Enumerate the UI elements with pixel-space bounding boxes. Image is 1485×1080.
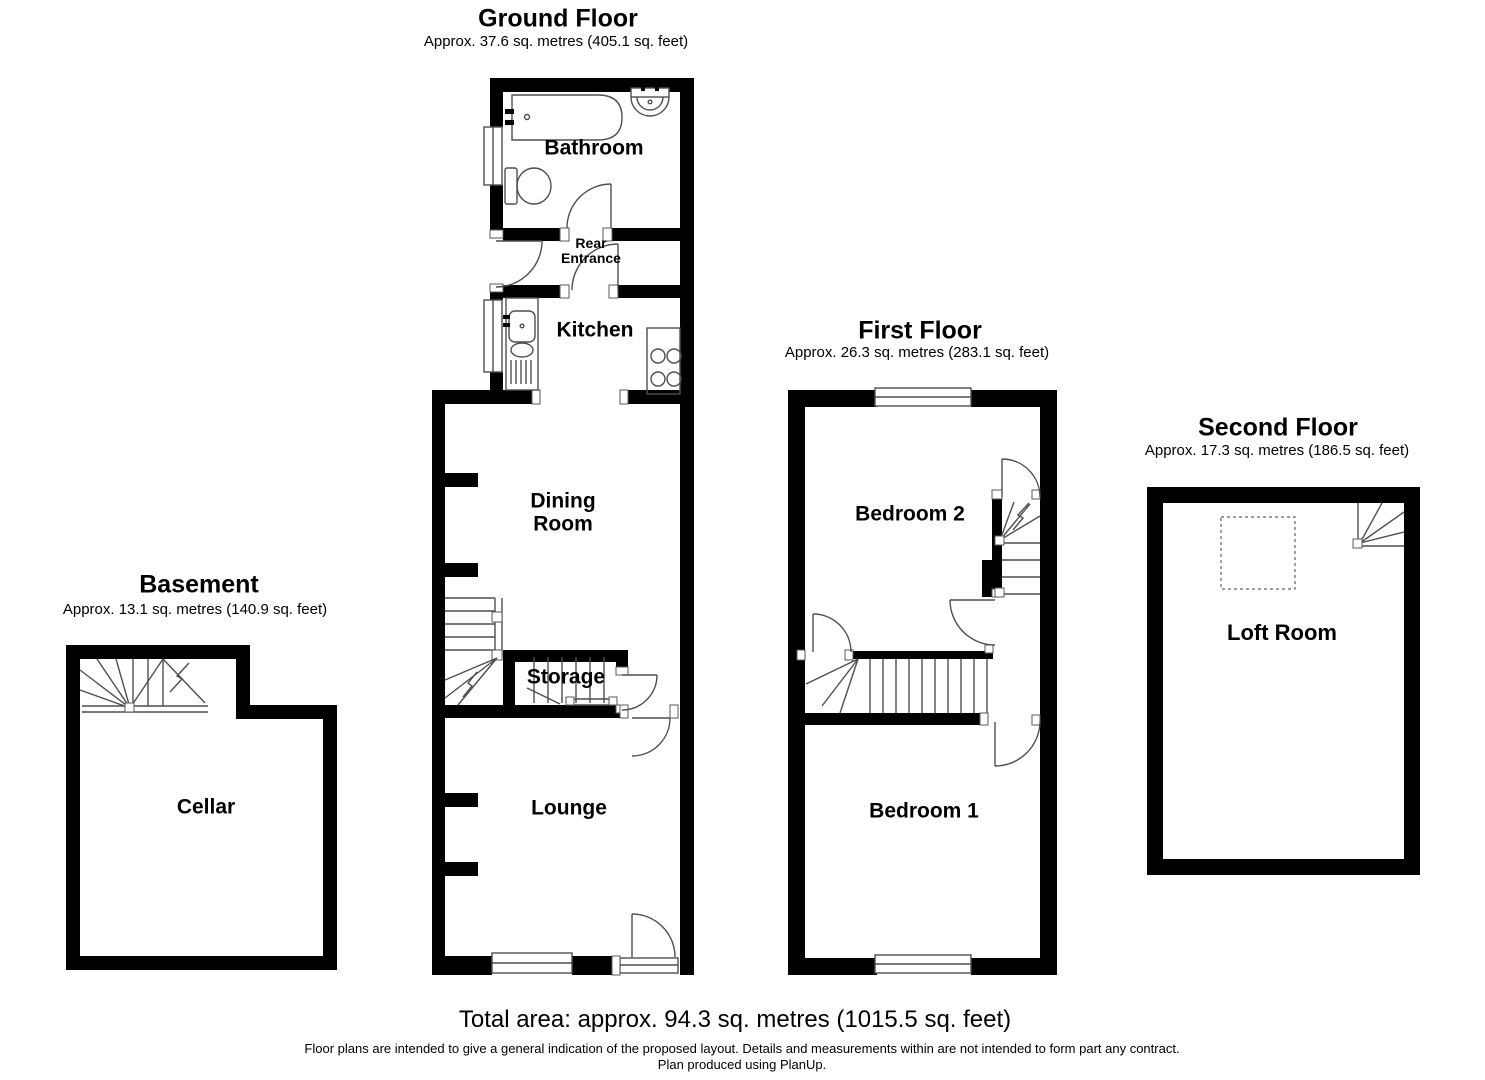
bedroom2-landing-door-arc — [812, 613, 852, 653]
basement-plan — [66, 645, 337, 970]
basin-icon — [630, 84, 670, 117]
ground-floor-plan — [432, 78, 694, 976]
second-floor-area: Approx. 17.3 sq. metres (186.5 sq. feet) — [1144, 441, 1410, 459]
first-floor-title: First Floor — [858, 316, 982, 345]
first-floor-staircase — [805, 658, 988, 714]
rear-entrance-door-arc — [495, 240, 543, 288]
kitchen-door-arc — [571, 243, 619, 291]
room-label-loft-room: Loft Room — [1227, 620, 1337, 646]
lounge-door-arc — [631, 717, 671, 757]
room-label-bathroom: Bathroom — [544, 136, 644, 160]
loft-staircase — [1352, 502, 1405, 549]
basement-area: Approx. 13.1 sq. metres (140.9 sq. feet) — [62, 600, 328, 618]
room-label-lounge: Lounge — [531, 796, 607, 820]
first-floor-area: Approx. 26.3 sq. metres (283.1 sq. feet) — [784, 343, 1050, 361]
disclaimer-text: Floor plans are intended to give a gener… — [304, 1040, 1180, 1056]
room-label-cellar: Cellar — [176, 795, 236, 819]
room-label-bedroom1: Bedroom 1 — [869, 799, 979, 823]
ground-floor-title: Ground Floor — [478, 4, 638, 33]
produced-by-text: Plan produced using PlanUp. — [657, 1056, 827, 1072]
ground-staircase — [444, 597, 503, 706]
front-door-arc — [631, 913, 676, 958]
storage-door-arc — [621, 674, 658, 711]
room-label-bedroom2: Bedroom 2 — [855, 502, 965, 526]
basement-title: Basement — [139, 570, 259, 599]
stair-top-door-arc — [949, 599, 996, 646]
total-area-text: Total area: approx. 94.3 sq. metres (101… — [458, 1006, 1012, 1034]
room-label-storage: Storage — [526, 665, 606, 689]
room-label-kitchen: Kitchen — [556, 318, 634, 342]
second-floor-title: Second Floor — [1198, 413, 1358, 442]
basement-staircase — [79, 658, 208, 713]
loft-hatch-dashed — [1220, 516, 1296, 590]
storage-staircase — [526, 657, 618, 706]
winder-staircase-up — [994, 501, 1041, 598]
bedroom2-stair-door-arc — [1001, 458, 1041, 498]
room-label-rear-entrance: Rear Entrance — [561, 234, 621, 266]
bathroom-window — [483, 126, 503, 186]
bathroom-door-arc — [566, 183, 612, 229]
kitchen-window — [483, 299, 503, 373]
bathtub-icon — [505, 94, 623, 141]
bedroom1-door-arc — [994, 721, 1041, 767]
hob-icon — [646, 327, 682, 395]
second-floor-plan — [1147, 487, 1420, 875]
toilet-icon — [504, 167, 552, 205]
kitchen-sink-icon — [503, 297, 539, 391]
room-label-dining-room: Dining Room — [530, 489, 596, 535]
first-floor-bottom-window — [874, 954, 972, 974]
ground-floor-area: Approx. 37.6 sq. metres (405.1 sq. feet) — [423, 32, 689, 50]
lounge-window — [491, 952, 573, 974]
front-door-sill — [619, 957, 679, 974]
first-floor-plan — [788, 387, 1057, 975]
first-floor-top-window — [874, 387, 972, 407]
